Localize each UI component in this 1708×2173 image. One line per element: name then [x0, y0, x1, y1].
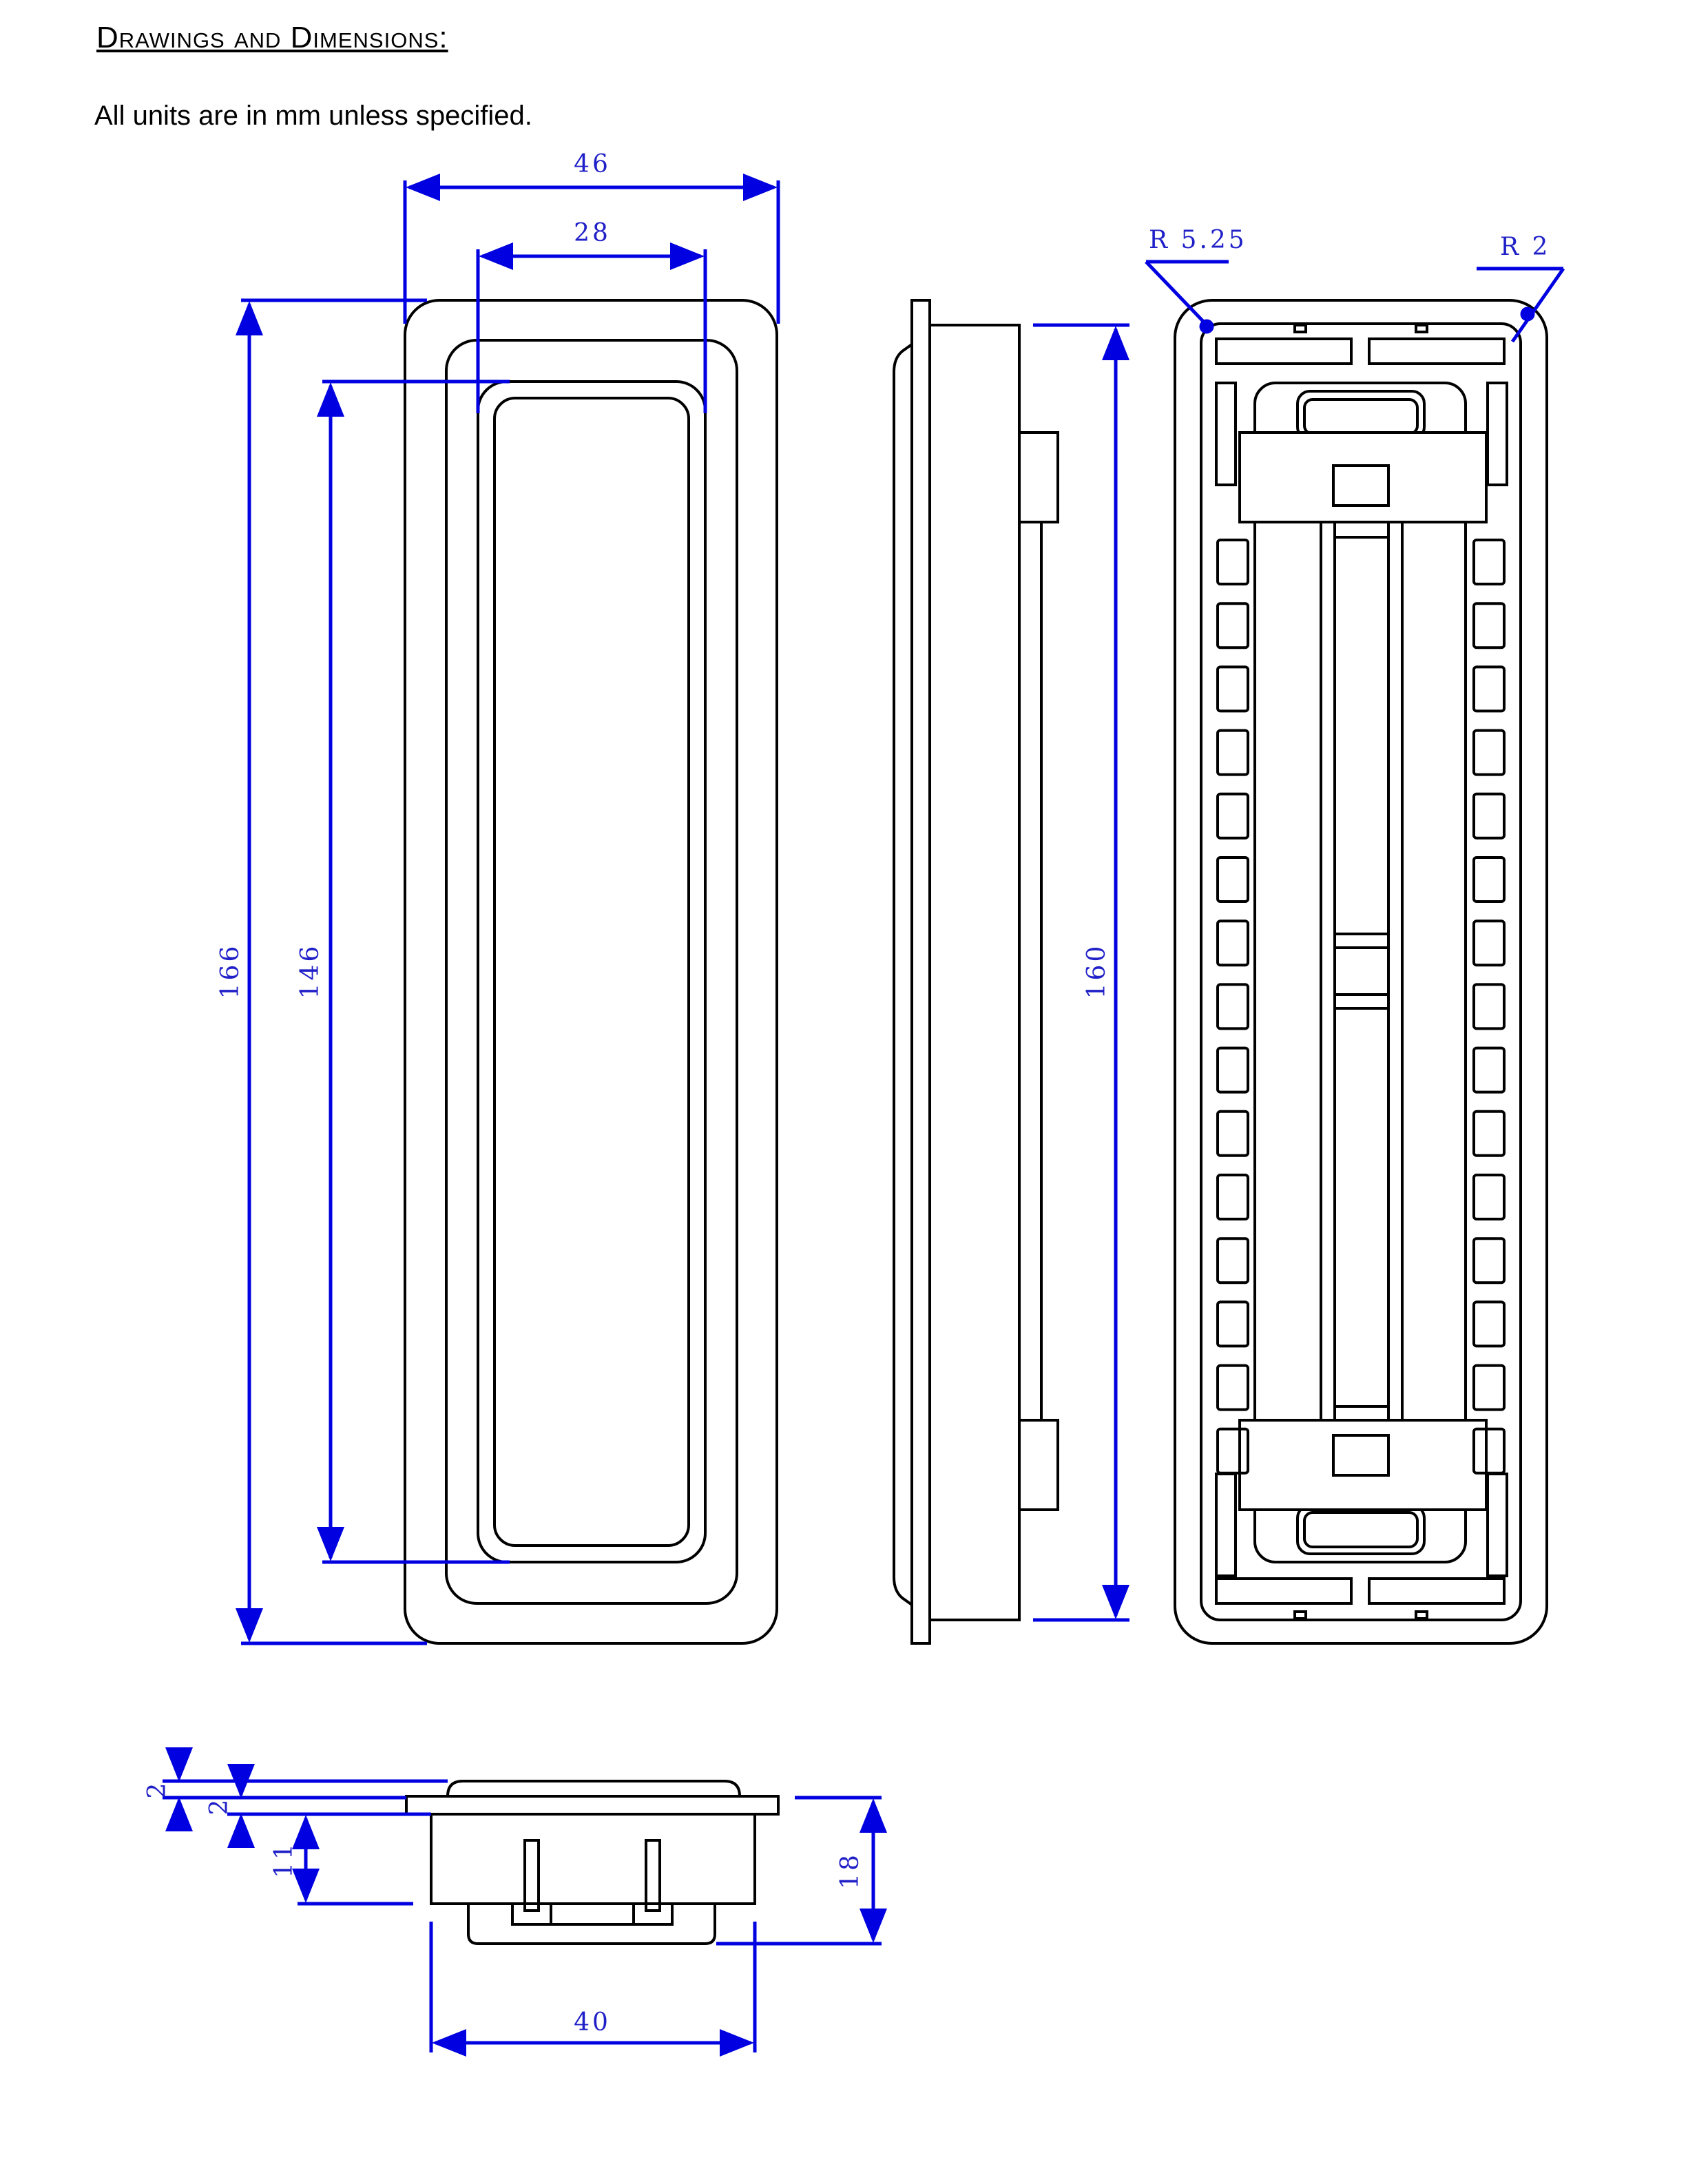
front-view — [404, 299, 778, 1645]
section-heading: Drawings and Dimensions: — [96, 21, 448, 54]
vent-cell-left — [1216, 792, 1249, 840]
dim-18-label: 18 — [836, 1852, 864, 1889]
back-slot-top-left — [1215, 337, 1353, 365]
vent-cell-right — [1472, 983, 1506, 1030]
section-flange — [405, 1795, 780, 1816]
vent-cell-right — [1472, 1237, 1506, 1285]
vent-cell-left — [1216, 602, 1249, 649]
side-tab-top — [1018, 431, 1059, 523]
vent-cell-right — [1472, 792, 1506, 840]
vent-cell-right — [1472, 729, 1506, 776]
vent-cell-left — [1216, 1427, 1249, 1475]
vent-cell-left — [1216, 919, 1249, 967]
back-vent-cells — [1216, 539, 1506, 1475]
back-view — [1174, 299, 1548, 1645]
vent-cell-right — [1472, 1174, 1506, 1220]
front-dimensions — [236, 174, 780, 1645]
section-dimensions — [163, 1747, 887, 2057]
side-dimensions — [1033, 323, 1129, 1622]
side-flange — [910, 299, 931, 1645]
section-body — [430, 1813, 756, 1905]
vent-cell-left — [1216, 1046, 1249, 1094]
back-slot-top-right — [1368, 337, 1506, 365]
side-body — [928, 324, 1021, 1621]
back-inner-frame — [1200, 322, 1522, 1621]
radius-5-25-label: R 5.25 — [1149, 226, 1247, 254]
front-pocket-inner — [493, 397, 690, 1547]
vent-cell-left — [1216, 1174, 1249, 1220]
side-lip — [893, 343, 913, 1606]
back-clamp-bottom — [1238, 1419, 1488, 1511]
section-top-lip — [446, 1780, 741, 1797]
dim-28-label: 28 — [574, 219, 611, 247]
vent-cell-left — [1216, 983, 1249, 1030]
dim-160-label: 160 — [1083, 944, 1111, 999]
dim-2-lip-label: 2 — [205, 1797, 233, 1816]
vent-cell-right — [1472, 602, 1506, 649]
dim-40-label: 40 — [574, 2008, 611, 2037]
back-clamp-top-window — [1332, 464, 1390, 507]
vent-cell-left — [1216, 856, 1249, 903]
front-pocket — [477, 380, 707, 1563]
back-outer-frame — [1174, 299, 1548, 1645]
vent-cell-right — [1472, 1364, 1506, 1411]
back-clamp-top — [1238, 431, 1488, 523]
section-view — [405, 1780, 780, 1945]
dim-46-label: 46 — [574, 150, 611, 178]
back-slot-bottom-right — [1368, 1577, 1506, 1605]
side-tab-bottom — [1018, 1419, 1059, 1511]
back-center-pocket — [1253, 382, 1467, 1563]
dim-2-flange-label: 2 — [143, 1780, 171, 1799]
back-clamp-bottom-window — [1332, 1434, 1390, 1477]
vent-cell-right — [1472, 1046, 1506, 1094]
vent-cell-right — [1472, 665, 1506, 713]
radius-callouts — [1145, 260, 1565, 343]
vent-cell-right — [1472, 919, 1506, 967]
dim-11-label: 11 — [270, 1841, 298, 1878]
vent-cell-left — [1216, 665, 1249, 713]
front-outer-frame — [404, 299, 778, 1645]
vent-cell-right — [1472, 1427, 1506, 1475]
vent-cell-left — [1216, 1300, 1249, 1348]
vent-cell-right — [1472, 1110, 1506, 1157]
dim-146-label: 146 — [296, 944, 324, 999]
vent-cell-left — [1216, 729, 1249, 776]
vent-cell-left — [1216, 1237, 1249, 1285]
vent-cell-right — [1472, 539, 1506, 585]
radius-2-label: R 2 — [1500, 233, 1550, 261]
units-note: All units are in mm unless specified. — [94, 101, 532, 131]
vent-cell-right — [1472, 1300, 1506, 1348]
vent-cell-left — [1216, 1110, 1249, 1157]
front-recess — [445, 339, 738, 1605]
vent-cell-left — [1216, 539, 1249, 585]
section-bottom — [467, 1904, 716, 1945]
back-slot-bottom-left — [1215, 1577, 1353, 1605]
vent-cell-right — [1472, 856, 1506, 903]
vent-cell-left — [1216, 1364, 1249, 1411]
dim-166-label: 166 — [216, 944, 244, 999]
side-view — [893, 299, 1059, 1645]
